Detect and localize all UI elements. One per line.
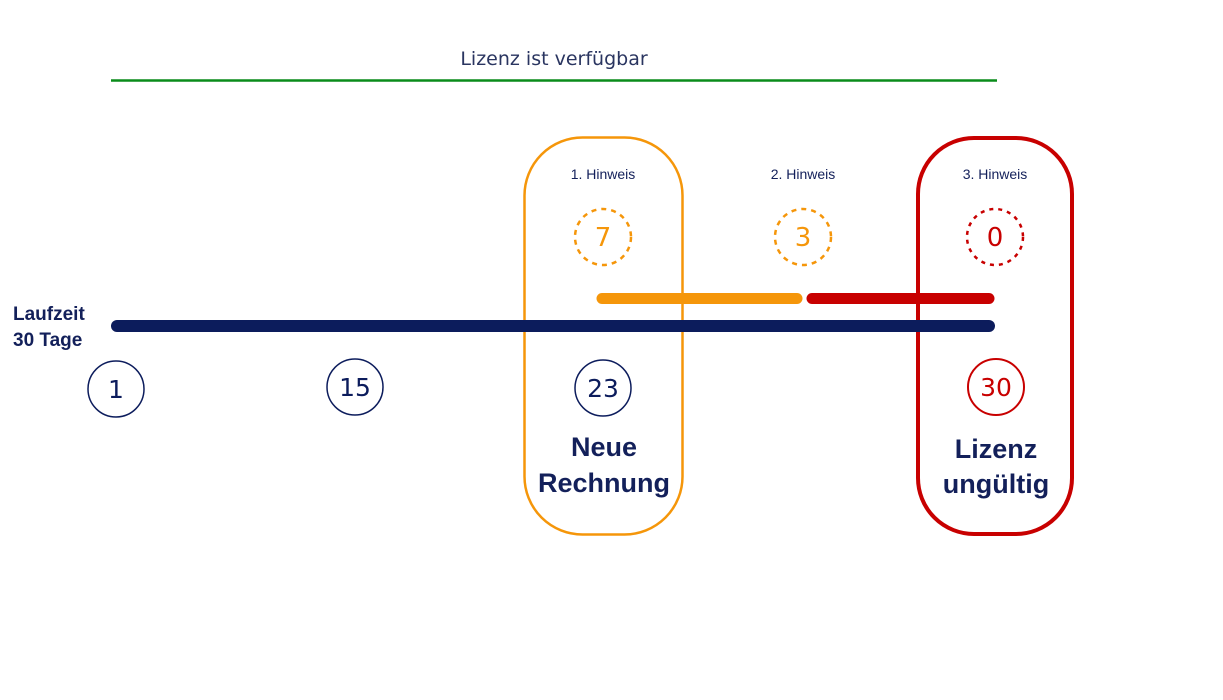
day-30-circle: [967, 358, 1025, 416]
hint-1-countdown-circle: [573, 207, 633, 267]
hint-3-countdown-circle: [965, 207, 1025, 267]
day-1-label: 1: [108, 375, 124, 404]
new-invoice-box: [523, 136, 684, 536]
duration-label-line2: 30 Tage: [13, 330, 82, 351]
hint-2-countdown-circle: [773, 207, 833, 267]
license-invalid-box: [916, 136, 1074, 536]
hint-label-2: 2. Hinweis: [771, 166, 836, 182]
hint-label-3: 3. Hinweis: [963, 166, 1028, 182]
license-invalid-label-line2: ungültig: [943, 469, 1049, 499]
day-30-label: 30: [980, 373, 1012, 402]
hint-2-days-left: 3: [795, 223, 812, 253]
availability-title: Lizenz ist verfügbar: [460, 48, 647, 70]
hint-3-days-left: 0: [987, 223, 1004, 253]
duration-label-line1: Laufzeit: [13, 304, 85, 325]
day-23-label: 23: [587, 374, 619, 403]
hint-label-1: 1. Hinweis: [571, 166, 636, 182]
hint-1-days-left: 7: [595, 223, 612, 253]
day-1-circle: [87, 360, 145, 418]
new-invoice-label-line2: Rechnung: [538, 468, 670, 498]
day-15-circle: [326, 358, 384, 416]
new-invoice-label-line1: Neue: [571, 432, 637, 462]
day-15-label: 15: [339, 373, 371, 402]
license-invalid-label-line1: Lizenz: [955, 434, 1038, 464]
day-23-circle: [574, 359, 632, 417]
